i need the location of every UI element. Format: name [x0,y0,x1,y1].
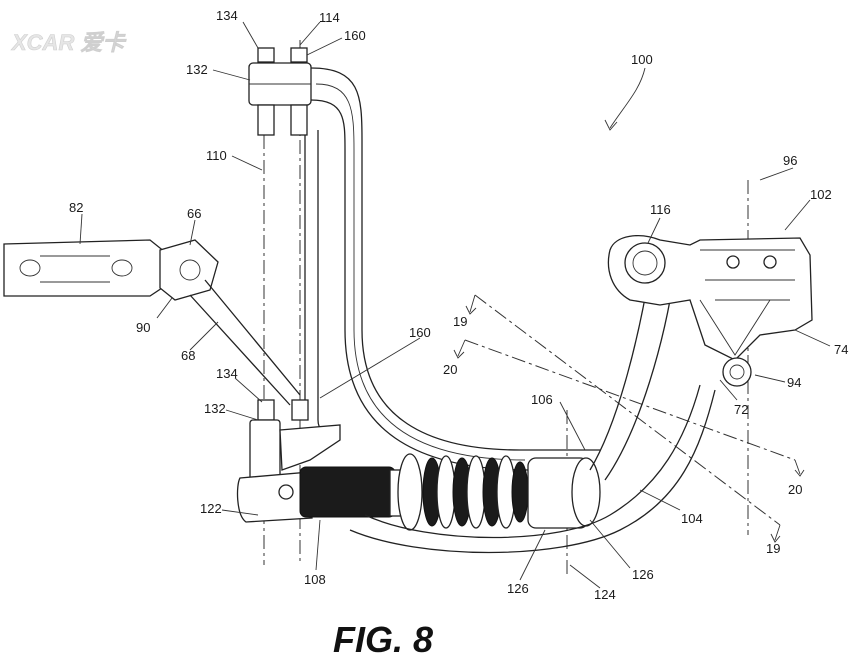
label-160-lower: 160 [409,325,431,340]
label-20-left: 20 [443,362,457,377]
label-72: 72 [734,402,748,417]
label-102: 102 [810,187,832,202]
label-124: 124 [594,587,616,602]
tie-rod-68 [189,279,301,406]
label-132-lower: 132 [204,401,226,416]
label-68: 68 [181,348,195,363]
label-96: 96 [783,153,797,168]
vertical-strut [304,130,336,434]
section-arrows [453,294,805,543]
label-132-upper: 132 [186,62,208,77]
label-110: 110 [206,148,227,163]
label-19-right: 19 [766,541,780,556]
xcar-watermark-logo: XCAR 爱卡 [10,30,127,56]
label-74: 74 [834,342,848,357]
label-134-upper: 134 [216,8,238,23]
coil-spring [397,453,601,531]
label-126-right: 126 [632,567,654,582]
label-90: 90 [136,320,150,335]
label-82: 82 [69,200,83,215]
label-19-left: 19 [453,314,467,329]
section-line-20 [464,339,796,461]
label-134-lower: 134 [216,366,238,381]
section-line-19 [474,294,781,526]
label-160-upper: 160 [344,28,366,43]
reference-numerals: 100 134 114 160 132 110 82 66 90 68 160 … [69,8,848,602]
figure-caption: FIG. 8 [333,619,433,659]
label-66: 66 [187,206,201,221]
label-104: 104 [681,511,703,526]
u-joint-66 [159,239,219,301]
watermark-text: XCAR 爱卡 [10,30,126,55]
label-94: 94 [787,375,801,390]
label-100: 100 [631,52,653,67]
leader-lines [79,21,831,589]
label-108: 108 [304,572,326,587]
label-122: 122 [200,501,222,516]
hanger-arm-106 [310,67,600,471]
label-106: 106 [531,392,553,407]
steering-tube-82 [3,239,166,297]
rod-end-122 [236,471,313,523]
label-20-right: 20 [788,482,802,497]
label-114: 114 [319,10,340,25]
label-116: 116 [650,202,671,217]
knuckle-assembly [607,235,813,387]
label-126-left: 126 [507,581,529,596]
upper-mount-assembly [248,47,312,136]
